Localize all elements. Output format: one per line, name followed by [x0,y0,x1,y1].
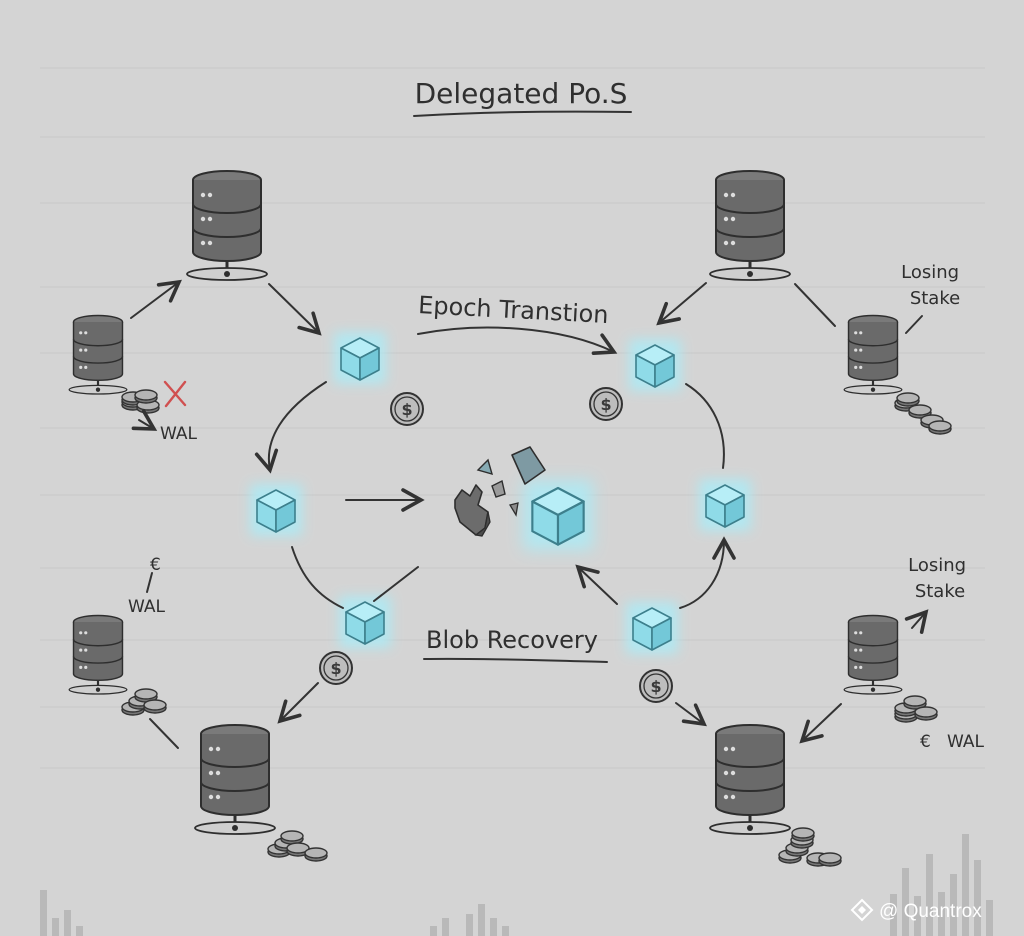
wal-label: WAL [128,597,166,617]
losing-stake-line: Losing [908,555,966,576]
flow-arrows [130,279,929,749]
server-icon [185,169,269,282]
coin-stack-icon [121,389,160,414]
cube-icon [339,596,391,648]
blob-recovery-label: Blob Recovery [426,626,598,654]
diagram-title: Delegated Po.S [415,77,628,110]
losing-stake-line: Stake [910,288,960,309]
server-icon [843,314,903,396]
euro-label: € [150,555,161,575]
watermark-text: @ Quantrox [879,901,982,922]
cube-icon [334,332,386,384]
svg-text:$: $ [401,400,412,419]
svg-text:$: $ [600,395,611,414]
cube-icon [523,480,593,550]
x-mark-icon [163,380,187,408]
wal-label: WAL [160,424,198,444]
cube-icon [629,339,681,391]
server-icon [193,723,277,836]
blob-recovery-underline [423,657,608,663]
background-rules [40,67,985,769]
cube-icon [699,479,751,531]
losing-stake-label: Losing Stake [908,555,972,602]
cube-icon [250,484,302,536]
dollar-coin-icon: $ [319,651,353,685]
svg-text:$: $ [650,677,661,696]
coin-stack-icon [267,830,328,862]
server-icon [708,169,792,282]
losing-stake-line: Losing [901,262,959,283]
dollar-coin-icon: $ [639,669,673,703]
server-icon [68,614,128,696]
broken-cube-icon [454,446,546,537]
logo-icon [850,898,874,922]
dollar-coin-icon: $ [390,392,424,426]
coin-stack-icon [894,695,938,723]
wal-label: WAL [947,732,985,752]
server-icon [68,314,128,396]
svg-text:$: $ [330,659,341,678]
losing-stake-line: Stake [915,581,965,602]
cube-icon [626,602,678,654]
coin-stack-icon [778,827,842,867]
dollar-coin-icon: $ [589,387,623,421]
losing-stake-label: Losing Stake [901,262,965,309]
title-underline [413,110,632,117]
epoch-transition-label: Epoch Transtion [418,291,610,329]
coin-stack-icon [121,688,167,716]
euro-label: € [920,732,931,752]
background-bars [40,834,993,936]
server-icon [708,723,792,836]
server-icon [843,614,903,696]
